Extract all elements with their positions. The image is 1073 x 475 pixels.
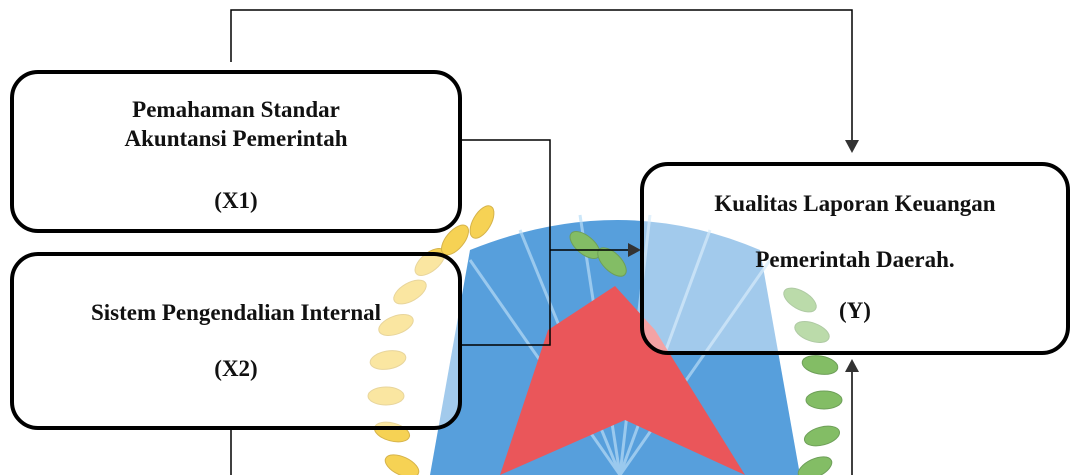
x1-label-line2: Akuntansi Pemerintah xyxy=(124,126,348,151)
x2-label-line1: Sistem Pengendalian Internal xyxy=(90,300,382,325)
connector-x1-right xyxy=(462,139,551,250)
variable-box-x2: Sistem Pengendalian Internal (X2) xyxy=(10,252,462,430)
x1-code: (X1) xyxy=(214,188,258,213)
y-code: (Y) xyxy=(839,298,871,323)
arrowhead-merge xyxy=(628,243,641,257)
emblem-star xyxy=(500,286,745,475)
y-label-line2: Pemerintah Daerah. xyxy=(755,247,955,272)
x2-code: (X2) xyxy=(214,356,258,381)
arrowhead-top xyxy=(845,140,859,153)
x1-label-line1: Pemahaman Standar xyxy=(132,97,340,122)
variable-box-y: Kualitas Laporan Keuangan Pemerintah Dae… xyxy=(640,162,1070,355)
connector-x2-right xyxy=(462,250,551,346)
emblem-wreath-right xyxy=(569,231,843,475)
connector-x1-y-top xyxy=(230,9,853,140)
variable-box-x1: Pemahaman Standar Akuntansi Pemerintah (… xyxy=(10,70,462,233)
arrowhead-bottom xyxy=(845,359,859,372)
y-label-line1: Kualitas Laporan Keuangan xyxy=(714,191,996,216)
